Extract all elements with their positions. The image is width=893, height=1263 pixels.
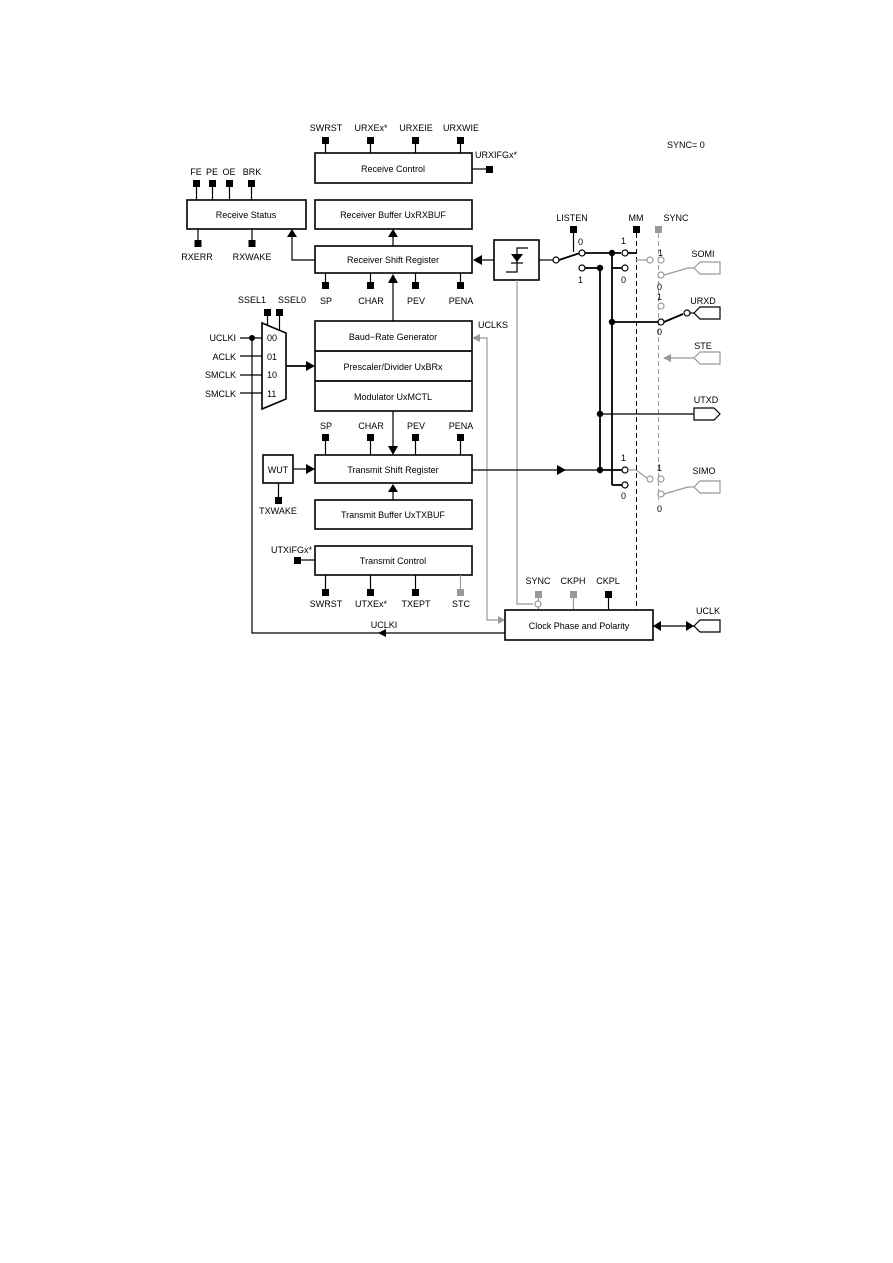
clock-phase-polarity-label: Clock Phase and Polarity xyxy=(529,621,630,631)
ssel1-label: SSEL1 xyxy=(238,295,266,305)
fe-label: FE xyxy=(190,167,202,177)
urxex-label: URXEx* xyxy=(354,123,388,133)
tx-1-label: 1 xyxy=(621,453,626,463)
mux-01-label: 01 xyxy=(267,352,277,362)
receiver-buffer-label: Receiver Buffer UxRXBUF xyxy=(340,210,446,220)
swrst-bottom-label: SWRST xyxy=(310,599,343,609)
pe-label: PE xyxy=(206,167,218,177)
somi-1-label: 1 xyxy=(658,248,663,258)
uclks-label: UCLKS xyxy=(478,320,508,330)
transmit-buffer-block: Transmit Buffer UxTXBUF xyxy=(314,499,473,530)
rxerr-label: RXERR xyxy=(181,252,213,262)
somi-0-label: 0 xyxy=(657,282,662,292)
pena-rx-label: PENA xyxy=(449,296,474,306)
listen-label: LISTEN xyxy=(556,213,588,223)
urxd-0-label: 0 xyxy=(657,327,662,337)
urxeie-label: URXEIE xyxy=(399,123,433,133)
smclk2-label: SMCLK xyxy=(205,389,236,399)
urxwie-label: URXWIE xyxy=(443,123,479,133)
listen-1-label: 1 xyxy=(578,275,583,285)
urxifgx-label: URXIFGx* xyxy=(475,150,518,160)
char-tx-label: CHAR xyxy=(358,421,384,431)
tx-0-label: 0 xyxy=(621,491,626,501)
mux-11-label: 11 xyxy=(267,389,276,399)
transmit-shift-register-label: Transmit Shift Register xyxy=(347,465,438,475)
pev-rx-label: PEV xyxy=(407,296,425,306)
wut-block: WUT xyxy=(262,454,294,484)
somi-label: SOMI xyxy=(691,249,714,259)
pev-tx-label: PEV xyxy=(407,421,425,431)
receive-status-label: Receive Status xyxy=(216,210,277,220)
smclk1-label: SMCLK xyxy=(205,370,236,380)
char-rx-label: CHAR xyxy=(358,296,384,306)
baud-rate-group: Baud−Rate Generator Prescaler/Divider Ux… xyxy=(314,320,473,412)
swrst-top-label: SWRST xyxy=(310,123,343,133)
uclki-bottom-label: UCLKI xyxy=(371,620,398,630)
mux-10-label: 10 xyxy=(267,370,277,380)
baud-rate-generator-label: Baud−Rate Generator xyxy=(349,332,437,342)
ste-pin xyxy=(693,351,721,365)
simo-1-label: 1 xyxy=(657,463,662,473)
transmit-control-label: Transmit Control xyxy=(360,556,426,566)
mm-label: MM xyxy=(629,213,644,223)
txept-label: TXEPT xyxy=(401,599,431,609)
receive-status-block: Receive Status xyxy=(186,199,307,230)
pena-tx-label: PENA xyxy=(449,421,474,431)
utxd-label: UTXD xyxy=(694,395,719,405)
utxex-label: UTXEx* xyxy=(355,599,388,609)
clock-source-mux: 00 01 10 11 xyxy=(261,321,287,411)
receive-control-label: Receive Control xyxy=(361,164,425,174)
receive-control-block: Receive Control xyxy=(314,152,473,184)
ste-label: STE xyxy=(694,341,712,351)
sync-mode-label: SYNC= 0 xyxy=(667,140,705,150)
utxd-pin xyxy=(693,407,721,421)
receive-status-flags xyxy=(193,180,256,247)
simo-label: SIMO xyxy=(692,466,715,476)
transmit-control-block: Transmit Control xyxy=(314,545,473,576)
txwake-label: TXWAKE xyxy=(259,506,297,516)
oe-label: OE xyxy=(222,167,235,177)
aclk-label: ACLK xyxy=(212,352,236,362)
receiver-shift-register-label: Receiver Shift Register xyxy=(347,255,439,265)
ssel0-label: SSEL0 xyxy=(278,295,306,305)
urxd-1-label: 1 xyxy=(657,292,662,302)
brk-label: BRK xyxy=(243,167,262,177)
simo-pin xyxy=(693,480,721,494)
clock-phase-polarity-block: Clock Phase and Polarity xyxy=(504,609,654,641)
listen-0-label: 0 xyxy=(578,237,583,247)
sp-tx-label: SP xyxy=(320,421,332,431)
sync-cp-label: SYNC xyxy=(525,576,551,586)
receiver-shift-register-block: Receiver Shift Register xyxy=(314,245,473,274)
mm-0-label: 0 xyxy=(621,275,626,285)
receiver-shift-control-inputs xyxy=(322,273,464,289)
urxd-pin xyxy=(693,306,721,320)
transmit-control-outputs xyxy=(322,575,464,596)
uclk-label: UCLK xyxy=(696,606,720,616)
sync-top-label: SYNC xyxy=(663,213,689,223)
rxwake-label: RXWAKE xyxy=(233,252,272,262)
ckpl-label: CKPL xyxy=(596,576,620,586)
utxifgx-label: UTXIFGx* xyxy=(271,545,312,555)
transmit-buffer-label: Transmit Buffer UxTXBUF xyxy=(341,510,446,520)
mm-1-label: 1 xyxy=(621,236,626,246)
uclki-input-label: UCLKI xyxy=(209,333,236,343)
receive-control-inputs xyxy=(322,137,464,153)
transmit-shift-control-inputs xyxy=(322,434,464,455)
deglitch-filter-block xyxy=(493,239,540,281)
modulator-label: Modulator UxMCTL xyxy=(354,392,432,402)
prescaler-label: Prescaler/Divider UxBRx xyxy=(343,362,443,372)
transmit-shift-register-block: Transmit Shift Register xyxy=(314,454,473,484)
mux-00-label: 00 xyxy=(267,333,277,343)
somi-pin xyxy=(693,261,721,275)
urxd-label: URXD xyxy=(690,296,716,306)
stc-label: STC xyxy=(452,599,471,609)
ckph-label: CKPH xyxy=(560,576,585,586)
wut-label: WUT xyxy=(268,465,289,475)
sp-rx-label: SP xyxy=(320,296,332,306)
uclk-pin xyxy=(693,619,721,633)
simo-0-label: 0 xyxy=(657,504,662,514)
receiver-buffer-block: Receiver Buffer UxRXBUF xyxy=(314,199,473,230)
